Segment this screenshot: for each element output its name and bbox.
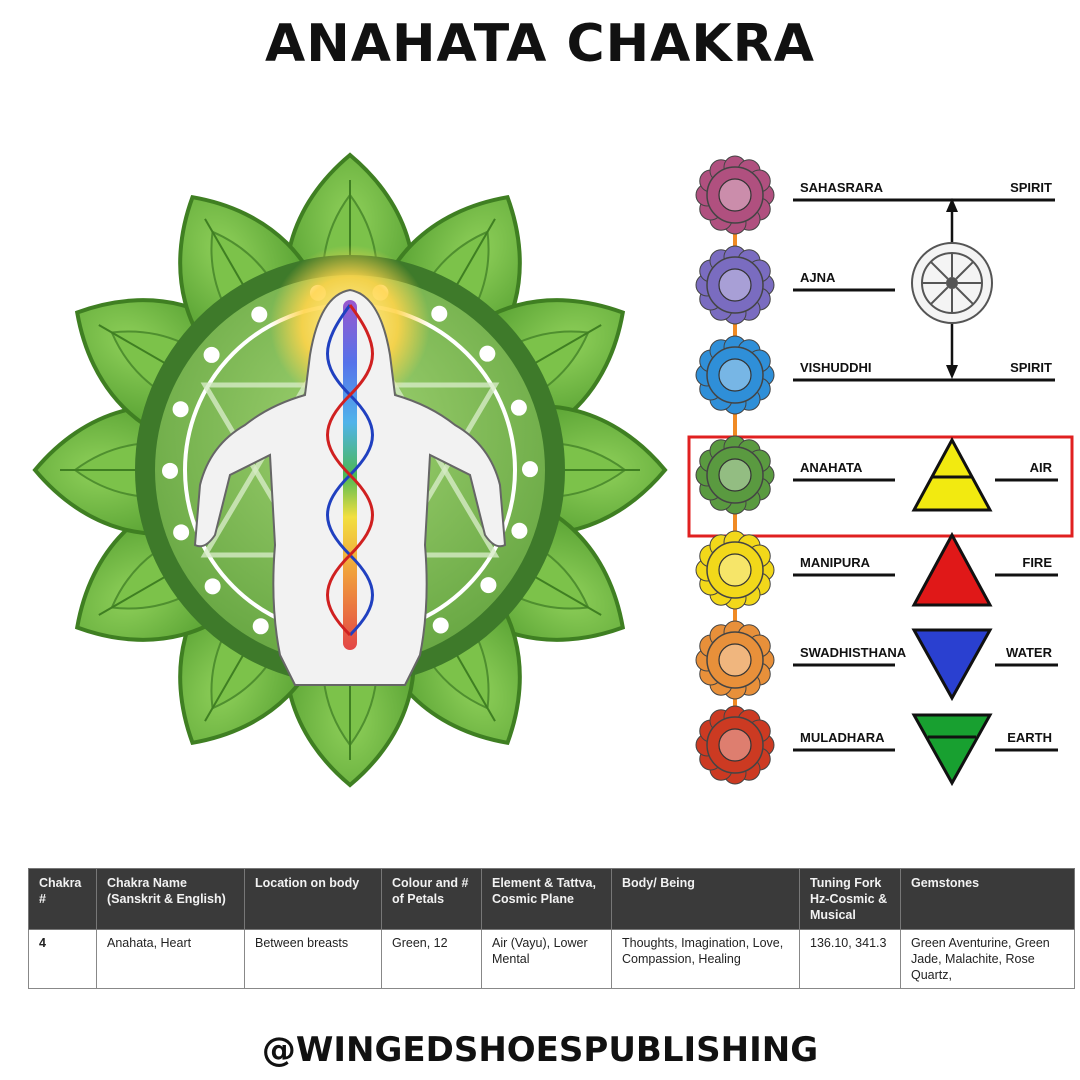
chakra-name-label: AJNA bbox=[800, 270, 836, 285]
chakra-name-label: SAHASRARA bbox=[800, 180, 884, 195]
ajna-chakra-icon bbox=[695, 245, 775, 325]
header-element: Element & Tattva, Cosmic Plane bbox=[481, 868, 612, 930]
muladhara-chakra-icon bbox=[695, 705, 775, 785]
air-triangle-icon bbox=[911, 436, 993, 512]
element-label: FIRE bbox=[1022, 555, 1052, 570]
ring-dot bbox=[203, 346, 220, 363]
header-colour-petals: Colour and # of Petals bbox=[381, 868, 482, 930]
manipura-chakra-icon bbox=[695, 530, 775, 610]
water-triangle-icon bbox=[911, 628, 993, 702]
chakra-row-muladhara: MULADHARA EARTH bbox=[695, 705, 1058, 787]
chakra-info-table: Chakra # Chakra Name (Sanskrit & English… bbox=[28, 868, 1075, 989]
fire-triangle-icon bbox=[911, 531, 993, 607]
cell-colour-petals: Green, 12 bbox=[381, 929, 482, 989]
ring-dot bbox=[431, 305, 448, 322]
ring-dot bbox=[432, 617, 449, 634]
ring-dot bbox=[480, 577, 497, 594]
swadhisthana-chakra-icon bbox=[695, 620, 775, 700]
header-chakra-name: Chakra Name (Sanskrit & English) bbox=[96, 868, 245, 930]
ring-dot bbox=[172, 401, 189, 418]
element-label: EARTH bbox=[1007, 730, 1052, 745]
sahasrara-chakra-icon bbox=[695, 155, 775, 235]
ring-dot bbox=[252, 618, 269, 635]
chakra-row-sahasrara: SAHASRARA SPIRIT bbox=[695, 155, 1055, 235]
table-row: 4 Anahata, Heart Between breasts Green, … bbox=[28, 929, 1075, 989]
cell-chakra-number: 4 bbox=[28, 929, 97, 989]
cell-gemstones: Green Aventurine, Green Jade, Malachite,… bbox=[900, 929, 1075, 989]
chakra-element-chart: SAHASRARA SPIRIT AJNA VISHUDDHI SPIRIT ANAHAT… bbox=[687, 155, 1074, 787]
footer-handle: @WINGEDSHOESPUBLISHING bbox=[261, 1030, 819, 1070]
ring-dot bbox=[521, 461, 538, 478]
cell-location: Between breasts bbox=[244, 929, 382, 989]
header-body-being: Body/ Being bbox=[611, 868, 800, 930]
earth-triangle-icon bbox=[911, 713, 993, 787]
chakra-name-label: MULADHARA bbox=[800, 730, 885, 745]
cell-element: Air (Vayu), Lower Mental bbox=[481, 929, 612, 989]
cell-body-being: Thoughts, Imagination, Love, Compassion,… bbox=[611, 929, 800, 989]
ring-dot bbox=[162, 462, 179, 479]
ring-dot bbox=[511, 522, 528, 539]
chakra-name-label: VISHUDDHI bbox=[800, 360, 872, 375]
chakra-row-anahata: ANAHATA AIR bbox=[695, 435, 1058, 515]
ring-dot bbox=[173, 524, 190, 541]
cell-chakra-name: Anahata, Heart bbox=[96, 929, 245, 989]
chakra-name-label: SWADHISTHANA bbox=[800, 645, 907, 660]
table-header-row: Chakra # Chakra Name (Sanskrit & English… bbox=[28, 868, 1075, 930]
ring-dot bbox=[204, 578, 221, 595]
anahata-highlight-box bbox=[687, 435, 1074, 538]
element-label: AIR bbox=[1030, 460, 1053, 475]
chakra-name-label: MANIPURA bbox=[800, 555, 871, 570]
header-location: Location on body bbox=[244, 868, 382, 930]
cell-tuning-fork: 136.10, 341.3 bbox=[799, 929, 901, 989]
anahata-mandala-illustration bbox=[32, 152, 668, 788]
chakra-row-swadhisthana: SWADHISTHANA WATER bbox=[695, 620, 1058, 702]
dharma-wheel-icon bbox=[911, 242, 993, 324]
chakra-row-vishuddhi: VISHUDDHI SPIRIT bbox=[695, 335, 1055, 415]
page-title: ANAHATA CHAKRA bbox=[264, 14, 816, 74]
chakra-name-label: ANAHATA bbox=[800, 460, 863, 475]
ring-dot bbox=[251, 306, 268, 323]
header-tuning-fork: Tuning Fork Hz-Cosmic & Musical bbox=[799, 868, 901, 930]
element-label: WATER bbox=[1006, 645, 1053, 660]
header-chakra-number: Chakra # bbox=[28, 868, 97, 930]
header-gemstones: Gemstones bbox=[900, 868, 1075, 930]
chakra-row-manipura: MANIPURA FIRE bbox=[695, 530, 1058, 610]
chakra-row-ajna: AJNA bbox=[695, 245, 895, 325]
element-label: SPIRIT bbox=[1010, 360, 1052, 375]
anahata-chakra-icon bbox=[695, 435, 775, 515]
vishuddhi-chakra-icon bbox=[695, 335, 775, 415]
ring-dot bbox=[479, 345, 496, 362]
element-label: SPIRIT bbox=[1010, 180, 1052, 195]
ring-dot bbox=[510, 399, 527, 416]
